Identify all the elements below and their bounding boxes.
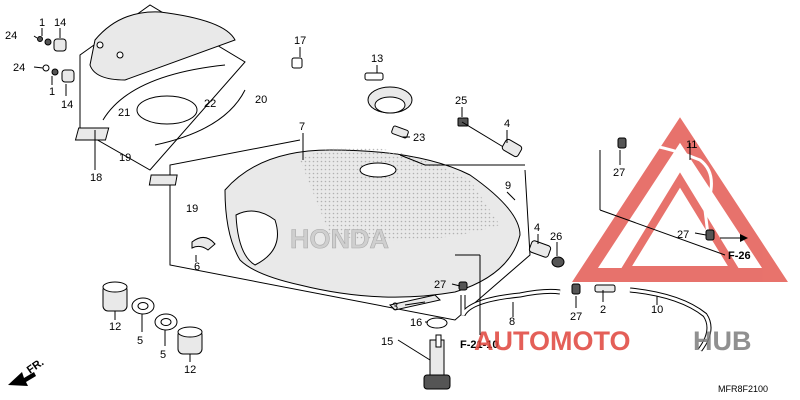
diagram-code: MFR8F2100 xyxy=(718,384,768,394)
callout-4a: 4 xyxy=(504,118,510,130)
callout-4b: 4 xyxy=(534,222,540,234)
watermark-gray-text: HUB xyxy=(693,326,752,356)
tank-pads xyxy=(148,174,441,311)
callout-13: 13 xyxy=(371,53,383,65)
front-arrow-icon xyxy=(8,372,36,386)
callout-27b: 27 xyxy=(677,229,689,241)
callout-19a: 19 xyxy=(119,152,131,164)
callout-labels: 1 14 24 24 1 14 17 13 21 22 20 19 18 7 2… xyxy=(5,17,697,376)
callout-25: 25 xyxy=(455,95,467,107)
callout-11: 11 xyxy=(686,139,697,151)
callout-3: 3 xyxy=(392,301,398,313)
callout-18: 18 xyxy=(90,172,102,184)
mount-bolt xyxy=(457,117,523,158)
callout-9: 9 xyxy=(505,180,511,192)
callout-15: 15 xyxy=(381,336,393,348)
callout-2: 2 xyxy=(600,304,606,316)
callout-16: 16 xyxy=(410,317,422,329)
tank-group-box xyxy=(169,139,531,321)
watermark-text: AUTOMOTO HUB xyxy=(474,326,752,356)
cap-washer-set xyxy=(102,281,203,355)
callout-22: 22 xyxy=(204,98,216,110)
callout-24a: 24 xyxy=(5,30,17,42)
callout-27d: 27 xyxy=(570,311,582,323)
callout-12b: 12 xyxy=(184,364,196,376)
seal-parts xyxy=(74,57,303,146)
fuel-tank: HONDA xyxy=(224,146,521,298)
callout-27a: 27 xyxy=(613,167,625,179)
ref-front: FR. xyxy=(25,356,46,376)
callout-6: 6 xyxy=(194,261,200,273)
callout-14b: 14 xyxy=(61,99,73,111)
callout-27c: 27 xyxy=(434,279,446,291)
callout-21: 21 xyxy=(118,107,130,119)
callout-20: 20 xyxy=(255,94,267,106)
callout-1b: 1 xyxy=(49,86,55,98)
callout-1a: 1 xyxy=(39,17,45,29)
fuel-hose-10 xyxy=(571,283,712,352)
vent-hose xyxy=(617,137,715,241)
fuel-pump xyxy=(423,317,451,390)
watermark-red-text: AUTOMOTO xyxy=(474,326,631,356)
fuel-cap xyxy=(364,72,413,139)
ref-f26: F-26 xyxy=(728,250,751,262)
tank-brand-text: HONDA xyxy=(290,224,389,254)
callout-12a: 12 xyxy=(109,321,121,333)
callout-5b: 5 xyxy=(160,349,166,361)
reference-arrows xyxy=(8,234,748,386)
callout-19b: 19 xyxy=(186,203,198,215)
ref-f2110: F-21-10 xyxy=(460,339,499,351)
callout-17: 17 xyxy=(294,35,306,47)
fuel-hose-8 xyxy=(458,281,561,317)
callout-10: 10 xyxy=(651,304,663,316)
callout-24b: 24 xyxy=(13,62,25,74)
callout-23: 23 xyxy=(413,132,425,144)
leader-lines xyxy=(33,28,726,362)
callout-7: 7 xyxy=(299,121,305,133)
callout-5a: 5 xyxy=(137,335,143,347)
callout-26: 26 xyxy=(550,231,562,243)
callout-14a: 14 xyxy=(54,17,66,29)
rear-cowl xyxy=(89,11,236,81)
callout-8: 8 xyxy=(509,316,515,328)
side-mount xyxy=(528,240,565,268)
grommet-set xyxy=(37,36,75,83)
